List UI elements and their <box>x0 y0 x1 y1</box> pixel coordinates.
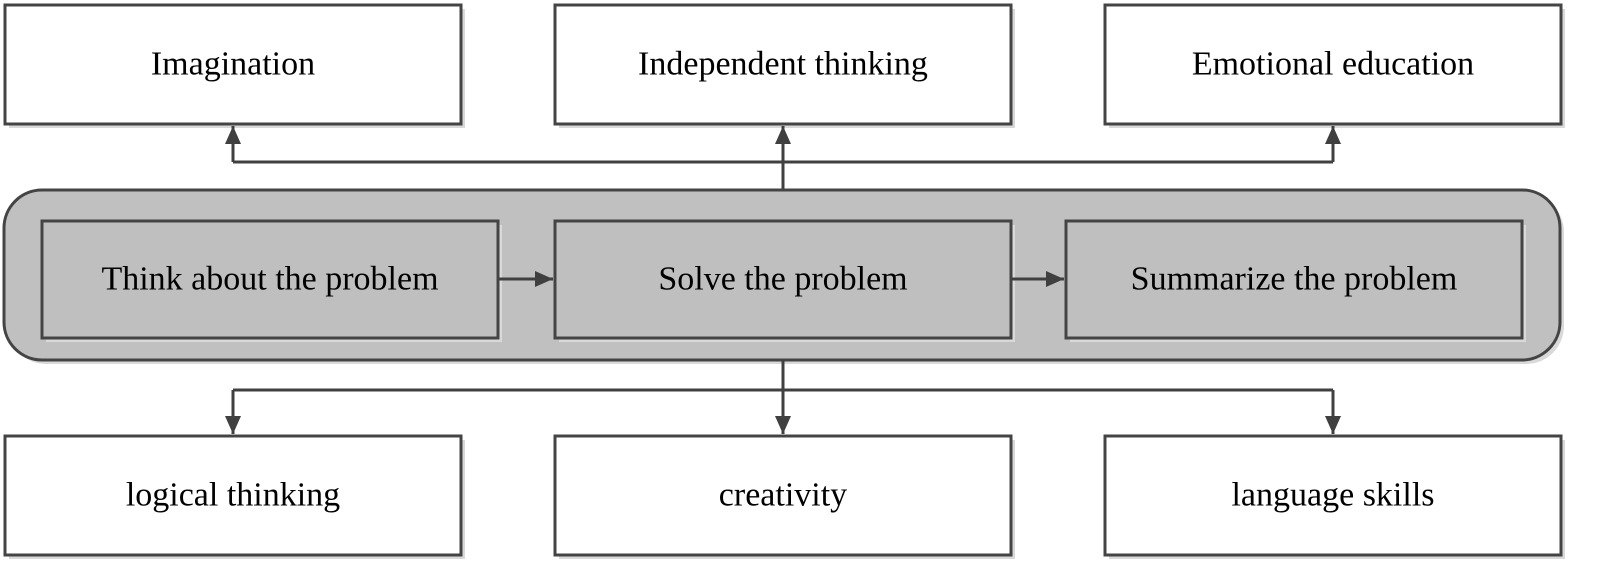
outcome-top-independent-thinking: Independent thinking <box>553 3 1015 128</box>
process-step-summarize: Summarize the problem <box>1064 219 1526 342</box>
outcome-top-independent-thinking-label: Independent thinking <box>638 46 928 83</box>
outcome-bottom-creativity-label: creativity <box>719 477 847 514</box>
outcome-bottom-language-skills-label: language skills <box>1231 477 1434 514</box>
outcome-top-imagination: Imagination <box>3 3 465 128</box>
process-step-summarize-label: Summarize the problem <box>1131 261 1458 298</box>
process-step-think: Think about the problem <box>40 219 502 342</box>
outcome-top-emotional-education: Emotional education <box>1103 3 1565 128</box>
outcome-bottom-logical-thinking: logical thinking <box>3 434 465 559</box>
outcome-top-emotional-education-label: Emotional education <box>1192 46 1474 83</box>
process-step-think-label: Think about the problem <box>101 261 438 298</box>
process-step-solve: Solve the problem <box>553 219 1015 342</box>
process-step-solve-label: Solve the problem <box>658 261 907 298</box>
outcome-bottom-creativity: creativity <box>553 434 1015 559</box>
outcome-bottom-language-skills: language skills <box>1103 434 1565 559</box>
bottom-connectors <box>225 360 1341 434</box>
top-connectors <box>225 126 1341 190</box>
outcome-bottom-logical-thinking-label: logical thinking <box>126 477 340 514</box>
outcome-top-imagination-label: Imagination <box>151 46 315 83</box>
